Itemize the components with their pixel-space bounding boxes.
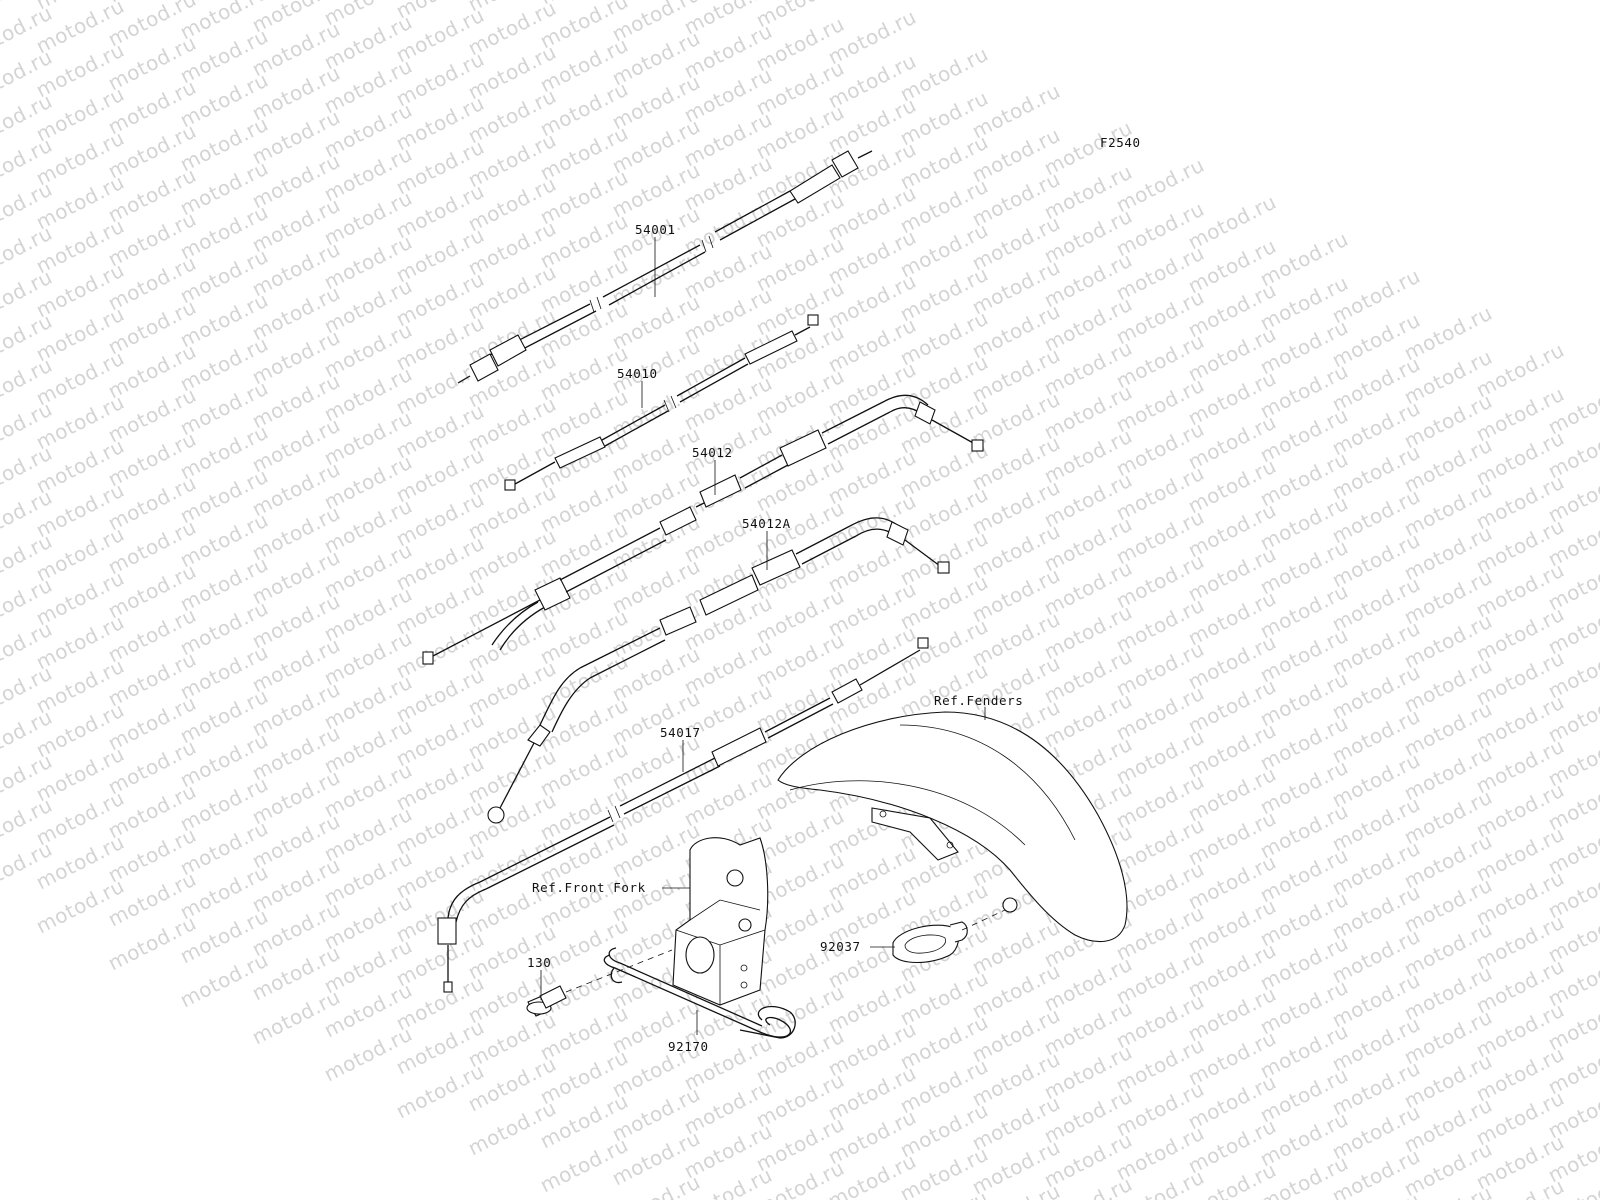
label-ref-front-fork: Ref.Front Fork — [532, 880, 646, 895]
grommet-dashed-line — [961, 909, 1006, 931]
flange-bolt[interactable] — [526, 985, 567, 1017]
label-54017: 54017 — [660, 725, 701, 740]
cable-clamp[interactable] — [603, 947, 796, 1039]
grommet[interactable] — [892, 921, 968, 963]
figure-code: F2540 — [1100, 135, 1141, 150]
throttle-end-lower — [422, 651, 434, 665]
label-130: 130 — [527, 955, 551, 970]
throttle-cable[interactable] — [422, 394, 984, 665]
throttle-a-end-upper — [937, 561, 950, 574]
choke-end-lower — [443, 981, 453, 993]
speedometer-cable[interactable] — [457, 150, 873, 384]
label-ref-fenders: Ref.Fenders — [934, 693, 1023, 708]
label-54010: 54010 — [617, 366, 658, 381]
clutch-end-lower — [504, 479, 516, 491]
fender-mount-hole — [1002, 897, 1018, 913]
label-54012: 54012 — [692, 445, 733, 460]
clutch-end-upper — [807, 314, 819, 326]
label-54001: 54001 — [635, 222, 676, 237]
front-fender[interactable] — [777, 711, 1128, 943]
throttle-a-end-ball — [487, 806, 505, 824]
label-92037: 92037 — [820, 939, 861, 954]
throttle-end-upper — [971, 439, 984, 452]
clutch-cable[interactable] — [504, 314, 819, 491]
throttle-cable-a[interactable] — [487, 517, 950, 824]
bolt-dashed-line — [565, 949, 673, 993]
front-fork-bracket[interactable] — [672, 837, 769, 1006]
choke-adjuster — [437, 917, 457, 945]
label-92170: 92170 — [668, 1039, 709, 1054]
fork-bolt-hole — [726, 869, 744, 887]
fork-tube-bore — [685, 936, 715, 974]
fork-nut — [738, 918, 752, 932]
choke-cable[interactable] — [437, 637, 929, 993]
label-54012a: 54012A — [742, 516, 791, 531]
choke-end-upper — [917, 637, 929, 649]
